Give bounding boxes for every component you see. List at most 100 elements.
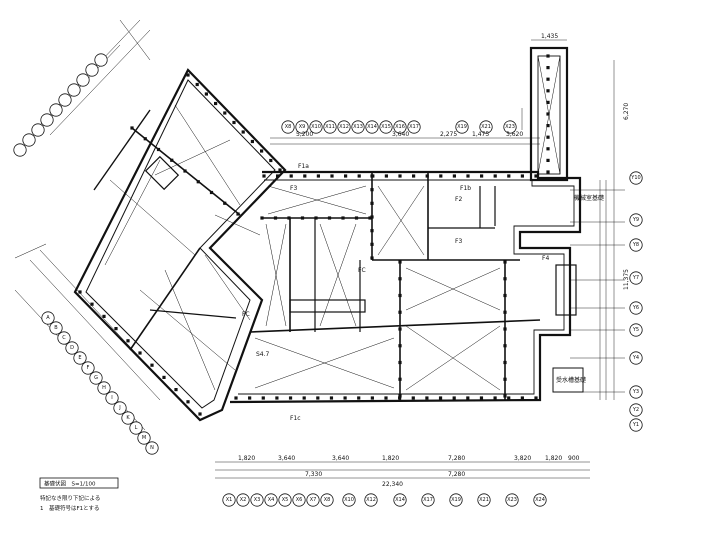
column-marker bbox=[370, 242, 374, 246]
svg-text:X7: X7 bbox=[310, 497, 317, 503]
column-marker bbox=[302, 396, 306, 400]
footing-label-fc: FC bbox=[358, 267, 366, 274]
column-marker bbox=[327, 216, 332, 220]
svg-text:X21: X21 bbox=[479, 497, 489, 503]
svg-text:E: E bbox=[78, 355, 81, 361]
column-marker bbox=[236, 212, 240, 216]
column-marker bbox=[287, 216, 291, 220]
svg-text:J: J bbox=[118, 405, 120, 411]
svg-text:H: H bbox=[102, 385, 106, 391]
column-marker bbox=[370, 215, 374, 219]
dim-bottom-1: 1,820 bbox=[238, 455, 255, 462]
column-marker bbox=[479, 396, 484, 400]
column-marker bbox=[398, 377, 402, 381]
column-marker bbox=[398, 174, 402, 178]
grid-bubble-bottom-x7: X7 bbox=[306, 493, 320, 507]
column-marker bbox=[546, 124, 550, 128]
grid-bubble-top-x23: X23 bbox=[503, 120, 517, 134]
svg-text:X15: X15 bbox=[381, 124, 391, 130]
column-marker bbox=[425, 396, 429, 400]
column-marker bbox=[223, 201, 227, 205]
svg-text:X23: X23 bbox=[505, 124, 515, 130]
column-marker bbox=[329, 396, 334, 400]
dim-right-total: 11,375 bbox=[623, 269, 630, 290]
dim-top-3: 2,275 bbox=[440, 131, 457, 138]
grid-bubble-upper-10 bbox=[94, 53, 108, 67]
legend-note-1: 特記なき限り下記による bbox=[40, 494, 100, 502]
svg-text:X12: X12 bbox=[366, 497, 376, 503]
column-marker bbox=[232, 120, 236, 125]
column-marker bbox=[196, 180, 200, 184]
column-marker bbox=[357, 396, 361, 400]
column-marker bbox=[156, 147, 161, 152]
grid-bubble-right-y10: Y10 bbox=[629, 171, 643, 185]
grid-bubble-right-y1: Y1 bbox=[629, 418, 643, 432]
footing-label-f3: F3 bbox=[290, 185, 297, 192]
column-marker bbox=[343, 396, 347, 400]
column-marker bbox=[209, 190, 214, 195]
column-marker bbox=[398, 260, 402, 264]
column-marker bbox=[398, 360, 402, 365]
svg-text:X10: X10 bbox=[311, 124, 321, 130]
dim-tower-width: 1,435 bbox=[541, 33, 558, 40]
column-marker bbox=[214, 101, 218, 106]
grid-bubble-upper-1 bbox=[13, 143, 27, 157]
column-marker bbox=[546, 66, 550, 70]
dim-top-2: 3,640 bbox=[392, 131, 409, 138]
grid-bubble-bottom-x17: X17 bbox=[421, 493, 435, 507]
column-marker bbox=[341, 216, 345, 220]
dim-bottom-5: 7,280 bbox=[448, 455, 465, 462]
column-marker bbox=[250, 139, 254, 144]
svg-text:X8: X8 bbox=[324, 497, 331, 503]
column-marker bbox=[143, 137, 147, 141]
svg-text:X10: X10 bbox=[344, 497, 354, 503]
grid-bubble-top-x9: X9 bbox=[295, 120, 309, 134]
grid-bubble-bottom-x8: X8 bbox=[320, 493, 334, 507]
column-marker bbox=[354, 216, 359, 220]
column-marker bbox=[452, 174, 456, 178]
column-marker bbox=[241, 130, 245, 134]
column-marker bbox=[398, 344, 402, 348]
svg-text:Y9: Y9 bbox=[632, 217, 639, 223]
column-marker bbox=[114, 327, 118, 331]
svg-text:K: K bbox=[126, 415, 130, 421]
grid-bubble-left-i: I bbox=[105, 391, 119, 405]
grid-bubble-left-a: A bbox=[41, 311, 55, 325]
grid-bubble-upper-2 bbox=[22, 133, 36, 147]
grid-bubble-upper-3 bbox=[31, 123, 45, 137]
column-marker bbox=[398, 277, 402, 281]
svg-text:X23: X23 bbox=[507, 497, 517, 503]
svg-text:G: G bbox=[94, 375, 98, 381]
grid-bubble-top-x15: X15 bbox=[379, 120, 393, 134]
column-marker bbox=[300, 216, 305, 220]
grid-bubble-top-x13: X13 bbox=[351, 120, 365, 134]
column-marker bbox=[273, 216, 278, 220]
column-marker bbox=[186, 73, 190, 77]
column-marker bbox=[503, 394, 507, 398]
svg-text:Y10: Y10 bbox=[630, 175, 640, 181]
column-marker bbox=[316, 174, 320, 178]
column-marker bbox=[503, 277, 507, 281]
column-marker bbox=[546, 77, 550, 81]
svg-text:X4: X4 bbox=[268, 497, 275, 503]
svg-text:Y8: Y8 bbox=[632, 242, 639, 248]
svg-text:I: I bbox=[111, 395, 112, 401]
main-block bbox=[229, 170, 584, 404]
grid-bubble-bottom-x23: X23 bbox=[505, 493, 519, 507]
svg-text:Y2: Y2 bbox=[632, 407, 639, 413]
column-marker bbox=[198, 412, 202, 416]
svg-text:X6: X6 bbox=[296, 497, 303, 503]
column-marker bbox=[223, 111, 227, 115]
grid-bubble-left-l: L bbox=[129, 421, 143, 435]
column-marker bbox=[438, 396, 443, 400]
column-marker bbox=[261, 396, 265, 400]
svg-text:X21: X21 bbox=[481, 124, 491, 130]
grid-bubble-upper-7 bbox=[67, 83, 81, 97]
column-marker bbox=[503, 327, 507, 331]
svg-text:L: L bbox=[135, 425, 138, 431]
grid-bubble-top-x14: X14 bbox=[365, 120, 379, 134]
column-marker bbox=[520, 396, 524, 400]
svg-text:F: F bbox=[87, 365, 90, 371]
svg-text:D: D bbox=[70, 345, 74, 351]
